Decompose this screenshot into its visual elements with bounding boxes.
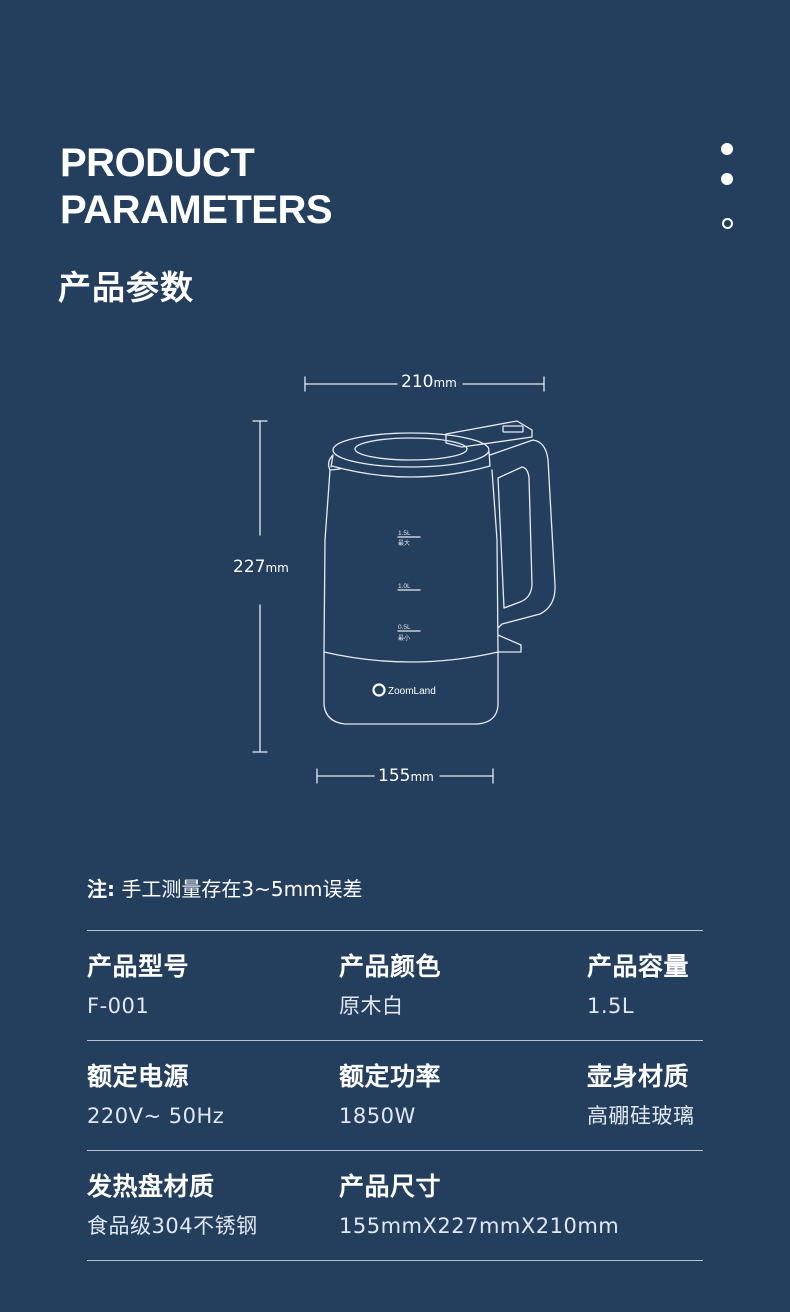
spec-value: 食品级304不锈钢 [87, 1214, 258, 1238]
spec-value: 155mmX227mmX210mm [339, 1214, 620, 1238]
spec-cell: 产品尺寸 155mmX227mmX210mm [339, 1151, 619, 1240]
lid-button [445, 420, 533, 448]
title-english-line2: PARAMETERS [60, 188, 333, 232]
spec-value: 1850W [339, 1104, 416, 1128]
spec-row: 额定电源 220V~ 50Hz 额定功率 1850W 壶身材质 高硼硅玻璃 [87, 1041, 703, 1150]
width-unit: mm [433, 376, 457, 390]
spec-cell: 产品容量 1.5L [587, 931, 689, 1020]
spec-cell: 发热盘材质 食品级304不锈钢 [87, 1151, 258, 1240]
base-value: 155 [378, 766, 411, 786]
spec-row: 产品型号 F-001 产品颜色 原木白 产品容量 1.5L [87, 931, 703, 1040]
spec-row: 发热盘材质 食品级304不锈钢 产品尺寸 155mmX227mmX210mm [87, 1151, 703, 1260]
filled-dot-icon [721, 173, 733, 185]
divider [87, 1260, 703, 1261]
kettle-handle-outer [489, 439, 556, 629]
kettle-base-band [323, 651, 499, 663]
kettle-lid-inner [354, 437, 468, 461]
mark-1-5-sub-label: 最大 [398, 539, 410, 547]
spec-cell: 额定功率 1850W [339, 1041, 441, 1130]
spec-key: 产品尺寸 [339, 1172, 442, 1201]
spec-value: 220V~ 50Hz [87, 1104, 225, 1128]
divider [87, 1040, 703, 1041]
spec-value: 高硼硅玻璃 [587, 1104, 695, 1128]
kettle-diagram: 1.5L 最大 1.0L 0.5L 最小 ZoomLand [252, 376, 556, 784]
divider [87, 1150, 703, 1151]
spec-value: F-001 [87, 994, 150, 1018]
brand-logo-icon [372, 683, 386, 697]
spec-table: 产品型号 F-001 产品颜色 原木白 产品容量 1.5L 额定电源 220V~… [87, 930, 703, 1261]
base-label: 155mm [378, 766, 434, 787]
width-value: 210 [401, 372, 434, 392]
spec-key: 产品型号 [87, 952, 190, 981]
lid-button-indicator [502, 425, 524, 433]
title-english-line1: PRODUCT [60, 141, 255, 185]
spec-key: 额定功率 [339, 1062, 442, 1091]
title-chinese: 产品参数 [58, 268, 194, 307]
kettle-lid-outer [332, 432, 490, 468]
mark-1-0-label: 1.0L [398, 583, 411, 590]
kettle-body [323, 469, 499, 725]
height-unit: mm [265, 561, 289, 575]
hollow-dot-icon [721, 218, 733, 229]
spec-key: 产品容量 [587, 952, 690, 981]
pager-dots [719, 143, 735, 235]
note-label: 注: [87, 877, 115, 901]
spec-key: 发热盘材质 [87, 1172, 215, 1201]
spec-key: 产品颜色 [339, 952, 442, 981]
kettle-handle-inner [497, 466, 533, 609]
measurement-note: 注: 手工测量存在3~5mm误差 [87, 876, 363, 902]
spec-cell: 产品颜色 原木白 [339, 931, 441, 1020]
spec-value: 原木白 [339, 994, 404, 1018]
height-value: 227 [233, 557, 266, 577]
width-label: 210mm [401, 372, 457, 393]
spec-key: 壶身材质 [587, 1062, 690, 1091]
spec-value: 1.5L [587, 994, 635, 1018]
spec-cell: 额定电源 220V~ 50Hz [87, 1041, 224, 1130]
spec-cell: 壶身材质 高硼硅玻璃 [587, 1041, 695, 1130]
brand-name: ZoomLand [388, 686, 436, 697]
filled-dot-icon [721, 143, 733, 155]
mark-0-5-label: 0.5L [398, 624, 411, 631]
base-unit: mm [410, 770, 434, 784]
title-english: PRODUCT PARAMETERS [60, 140, 333, 234]
spec-cell: 产品型号 F-001 [87, 931, 189, 1020]
spec-key: 额定电源 [87, 1062, 190, 1091]
height-label: 227mm [233, 557, 289, 578]
note-text: 手工测量存在3~5mm误差 [115, 877, 363, 901]
kettle-handle-foot [497, 634, 522, 653]
mark-1-5-label: 1.5L [398, 530, 411, 537]
divider [87, 930, 703, 931]
mark-0-5-sub-label: 最小 [398, 634, 410, 642]
